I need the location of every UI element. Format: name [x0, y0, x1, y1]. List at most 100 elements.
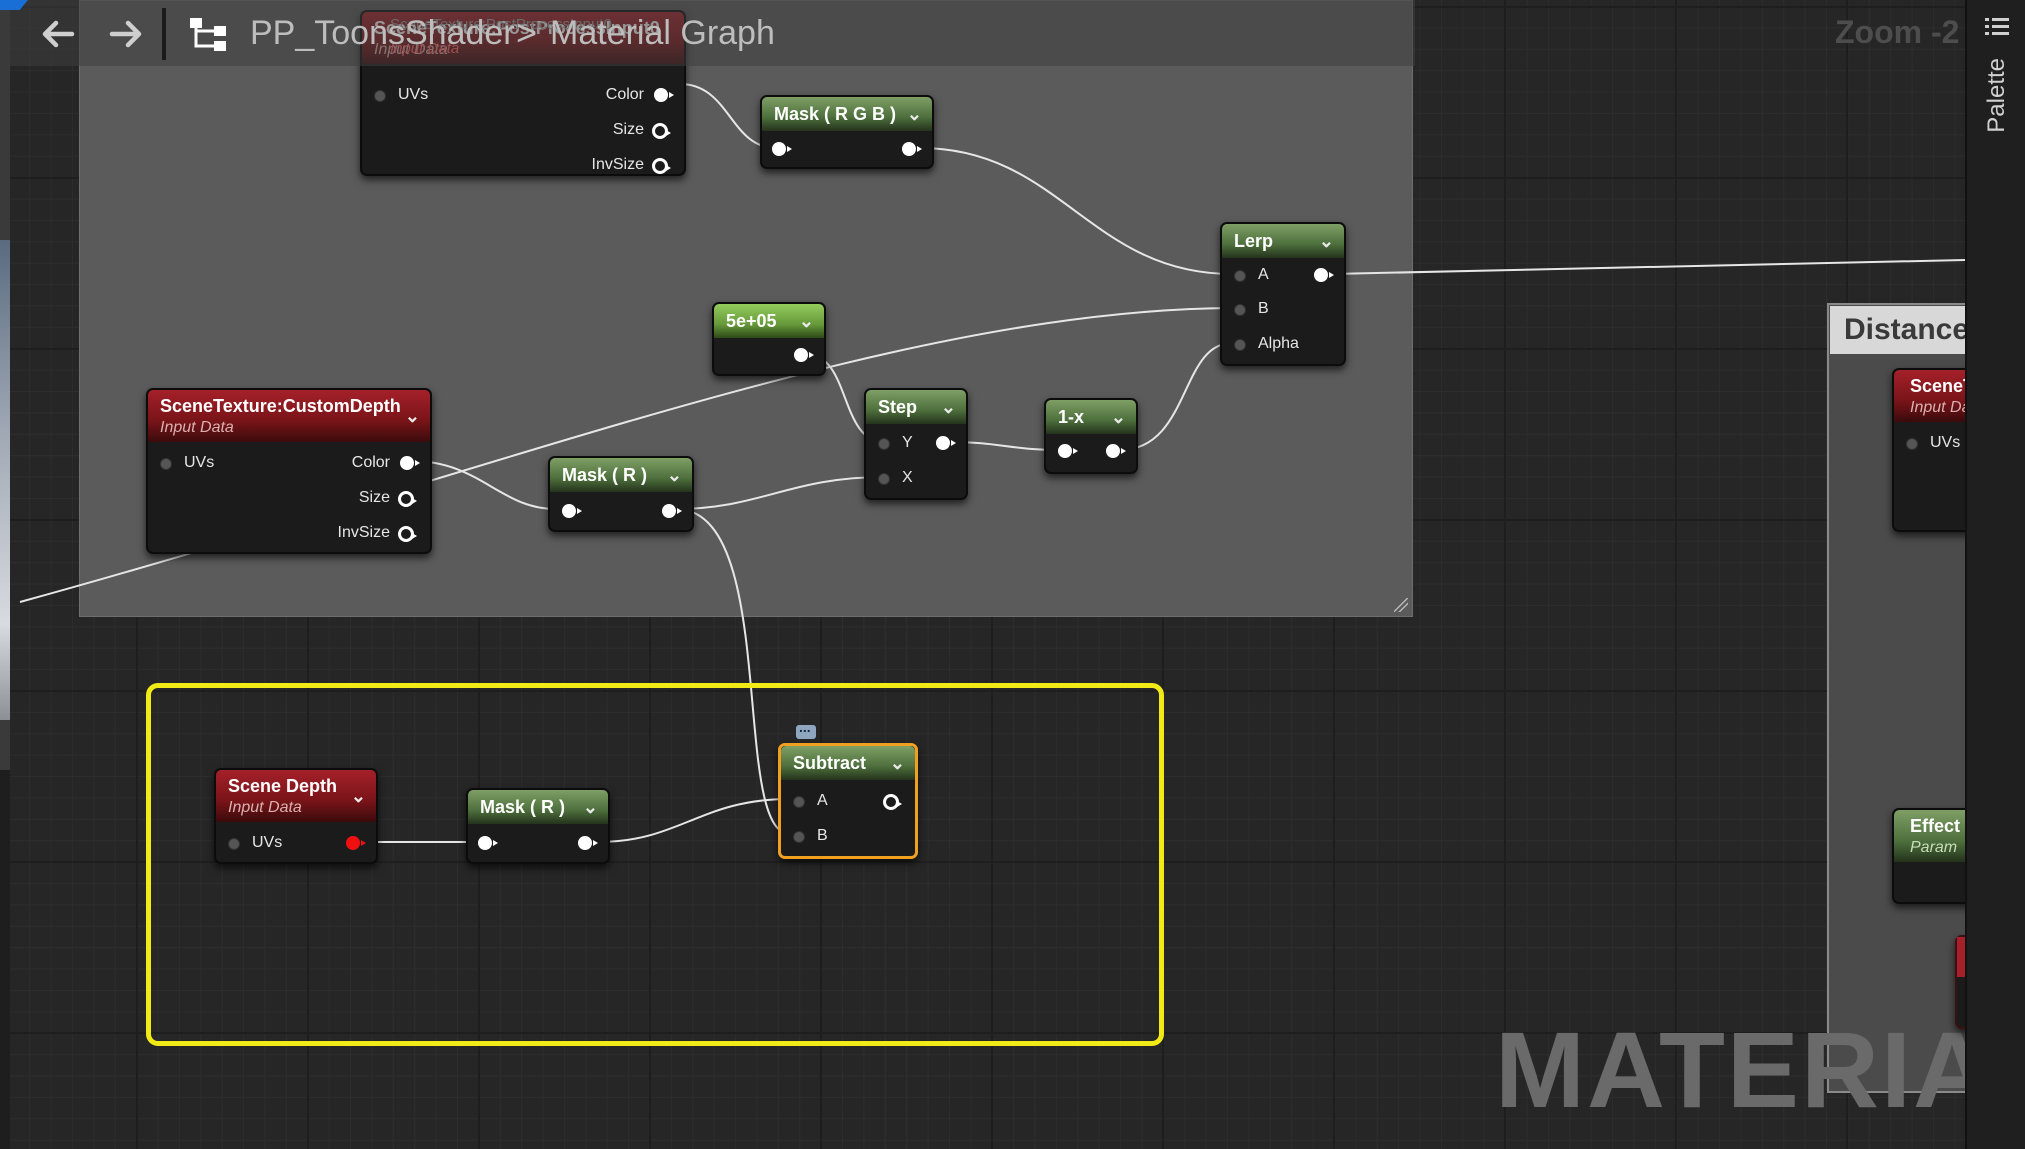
- zoom-level: Zoom -2: [1835, 14, 1960, 50]
- chevron-down-icon[interactable]: ⌄: [1318, 231, 1334, 251]
- pin-output[interactable]: [346, 836, 366, 850]
- list-menu-icon[interactable]: [1985, 16, 2009, 38]
- chevron-down-icon[interactable]: ⌄: [798, 311, 814, 331]
- chevron-down-icon[interactable]: ⌄: [940, 397, 956, 417]
- pin-output[interactable]: [578, 836, 598, 850]
- node-header[interactable]: Scene Depth Input Data ⌄: [216, 770, 376, 822]
- node-subtitle: Input Data: [160, 419, 234, 436]
- pin-label-a: A: [1258, 266, 1269, 283]
- chevron-down-icon[interactable]: ⌄: [404, 406, 420, 426]
- forward-button[interactable]: [106, 14, 146, 54]
- node-header[interactable]: 5e+05 ⌄: [714, 304, 824, 338]
- pin-a-input[interactable]: [793, 796, 805, 808]
- chevron-down-icon[interactable]: ⌄: [582, 797, 598, 817]
- breadcrumb-separator: >: [516, 12, 538, 53]
- pin-size-output[interactable]: [398, 491, 417, 507]
- comment-bubble-icon[interactable]: [796, 719, 816, 739]
- viewport-preview: [0, 240, 10, 720]
- node-title: Mask ( R ): [562, 465, 648, 485]
- left-panel-edge: [0, 0, 28, 1149]
- pin-label-uvs: UVs: [398, 86, 429, 103]
- pin-label-uvs: UVs: [184, 454, 215, 471]
- pin-label-invsize: InvSize: [591, 156, 644, 173]
- pin-output[interactable]: [1106, 444, 1126, 458]
- chevron-down-icon[interactable]: ⌄: [1110, 407, 1126, 427]
- pin-label-uvs: UVs: [1930, 434, 1961, 451]
- pin-label-b: B: [1258, 300, 1269, 317]
- chevron-down-icon[interactable]: ⌄: [906, 104, 922, 124]
- pin-output[interactable]: [936, 436, 956, 450]
- node-lerp[interactable]: Lerp ⌄ A B Alpha: [1220, 222, 1346, 366]
- pin-input[interactable]: [1058, 444, 1078, 458]
- pin-output[interactable]: [794, 348, 814, 362]
- chevron-down-icon[interactable]: ⌄: [889, 753, 905, 773]
- pin-color-output[interactable]: [654, 88, 674, 102]
- node-mask-r-bottom[interactable]: Mask ( R ) ⌄: [466, 788, 610, 864]
- node-one-minus[interactable]: 1-x ⌄: [1044, 398, 1138, 474]
- pin-alpha-input[interactable]: [1234, 339, 1246, 351]
- pin-uvs-input[interactable]: [374, 90, 386, 102]
- node-mask-rgb[interactable]: Mask ( R G B ) ⌄: [760, 95, 934, 169]
- pin-label-uvs: UVs: [252, 834, 283, 851]
- breadcrumb-asset[interactable]: PP_ToonsShader: [250, 14, 515, 52]
- pin-input[interactable]: [562, 504, 582, 518]
- hidden-node-title: SceneTexture:PostProcessInput0: [390, 16, 612, 33]
- node-header[interactable]: Mask ( R ) ⌄: [468, 790, 608, 824]
- resize-handle-icon[interactable]: [1394, 598, 1408, 612]
- arrow-right-icon: [109, 20, 142, 48]
- node-step[interactable]: Step ⌄ Y X: [864, 388, 968, 500]
- pin-input[interactable]: [772, 142, 792, 156]
- chevron-down-icon[interactable]: ⌄: [350, 786, 366, 806]
- pin-uvs-input[interactable]: [228, 838, 240, 850]
- node-subtract[interactable]: Subtract ⌄ A B: [778, 743, 918, 859]
- pin-invsize-output[interactable]: [398, 526, 417, 542]
- pin-size-output[interactable]: [652, 123, 671, 139]
- node-header[interactable]: Lerp ⌄: [1222, 224, 1344, 258]
- graph-breadcrumb-bar: SceneTexture:PostProcessInput0 Input Dat…: [10, 0, 1415, 66]
- pin-a-input[interactable]: [1234, 270, 1246, 282]
- node-subtitle: Param: [1910, 839, 1958, 856]
- palette-tab[interactable]: Palette: [1983, 58, 2010, 133]
- pin-label-color: Color: [605, 86, 644, 103]
- pin-output[interactable]: [662, 504, 682, 518]
- node-header[interactable]: Mask ( R ) ⌄: [550, 458, 692, 492]
- node-header[interactable]: Subtract ⌄: [781, 746, 915, 780]
- pin-b-input[interactable]: [793, 831, 805, 843]
- pin-b-input[interactable]: [1234, 304, 1246, 316]
- node-title: 1-x: [1058, 407, 1085, 427]
- pin-x-input[interactable]: [878, 473, 890, 485]
- node-title: Subtract: [793, 753, 867, 773]
- pin-invsize-output[interactable]: [652, 158, 671, 174]
- node-header[interactable]: Mask ( R G B ) ⌄: [762, 97, 932, 131]
- pin-input[interactable]: [478, 836, 498, 850]
- pin-label-a: A: [817, 792, 828, 809]
- toolbar-separator: [162, 8, 166, 60]
- pin-y-input[interactable]: [878, 438, 890, 450]
- pin-output[interactable]: [902, 142, 922, 156]
- wire-mask-rgb-to-lerp-a: [919, 147, 1233, 275]
- node-title: Lerp: [1234, 231, 1274, 251]
- node-header[interactable]: SceneTexture:CustomDepth Input Data ⌄: [148, 390, 430, 442]
- pin-color-output[interactable]: [400, 456, 420, 470]
- node-header[interactable]: Step ⌄: [866, 390, 966, 424]
- node-constant[interactable]: 5e+05 ⌄: [712, 302, 826, 376]
- node-mask-r-top[interactable]: Mask ( R ) ⌄: [548, 456, 694, 532]
- palette-sidebar[interactable]: Palette: [1965, 0, 2025, 1149]
- breadcrumb-graph[interactable]: Material Graph: [550, 14, 775, 52]
- pin-label-color: Color: [351, 454, 390, 471]
- node-scene-texture-custom-depth[interactable]: SceneTexture:CustomDepth Input Data ⌄ UV…: [146, 388, 432, 554]
- pin-uvs-input[interactable]: [1906, 438, 1918, 450]
- chevron-down-icon[interactable]: ⌄: [666, 465, 682, 485]
- back-button[interactable]: [38, 14, 78, 54]
- hierarchy-icon[interactable]: [188, 14, 232, 54]
- node-scene-depth[interactable]: Scene Depth Input Data ⌄ UVs: [214, 768, 378, 864]
- node-header[interactable]: 1-x ⌄: [1046, 400, 1136, 434]
- wire-customdepth-color-to-mask: [411, 460, 557, 510]
- pin-output[interactable]: [1314, 268, 1334, 282]
- pin-output[interactable]: [883, 794, 902, 810]
- pin-label-alpha: Alpha: [1258, 335, 1299, 352]
- pin-uvs-input[interactable]: [160, 458, 172, 470]
- pin-label-x: X: [902, 469, 913, 486]
- pin-label-b: B: [817, 827, 828, 844]
